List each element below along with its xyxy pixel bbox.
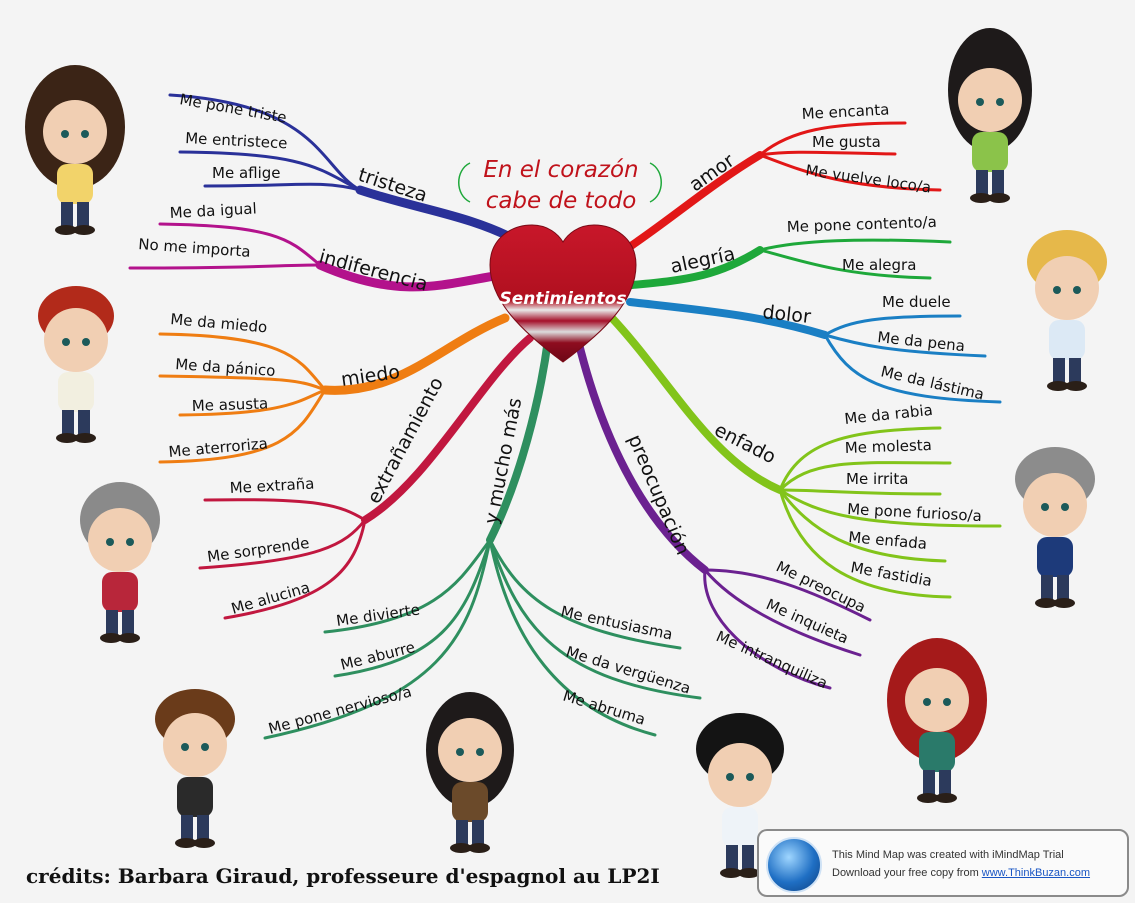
title-line-1: En el corazón [483,157,638,183]
title-line-2: cabe de todo [486,188,637,214]
branch-label-indiferencia: indiferencia [317,246,430,296]
avatar-woman-brown-hair [25,65,125,235]
download-prefix: Download your free copy from [832,867,982,879]
avatar-woman-black-hair [948,28,1032,203]
download-notice: Download your free copy from www.ThinkBu… [832,867,1090,879]
leaf-label: Me pone triste [178,90,288,127]
leaf-label: Me da vergüenza [564,643,693,698]
leaf-label: Me abruma [561,687,648,729]
branch-lines [128,93,1002,740]
branch-label-preocupacion: preocupación [623,431,693,558]
central-topic: Sentimientos [500,289,627,309]
leaf-label: Me alucina [229,578,312,618]
leaf-label: Me gusta [812,133,881,151]
branch-label-miedo: miedo [340,361,402,391]
leaf-label: Me irrita [846,470,908,488]
avatar-grandmother [80,482,160,643]
leaf-label: Me extraña [229,475,315,497]
leaf-label: Me da igual [169,199,257,222]
leaf-label: Me pone contento/a [787,213,938,236]
central-heart: Sentimientos [489,224,637,363]
avatar-man-curly-hair [696,713,784,878]
trial-notice: This Mind Map was created with iMindMap … [832,849,1064,861]
trial-banner: This Mind Map was created with iMindMap … [757,829,1129,897]
avatar-man-blond-hair [1027,230,1107,391]
leaf-label: Me fastidia [849,558,933,590]
leaf-label: Me da miedo [170,310,268,336]
thinkbuzan-link[interactable]: www.ThinkBuzan.com [981,867,1091,879]
leaf-label: No me importa [138,235,251,261]
map-title: En el corazón cabe de todo [458,157,662,214]
avatar-man-red-hair [38,286,114,443]
credits-text: crédits: Barbara Giraud, professeure d'e… [26,864,660,888]
leaf-label: Me divierte [335,600,421,630]
avatar-woman-red-hair [887,638,987,803]
avatar-girl-black-hair [426,692,514,853]
leaf-label: Me entristece [185,129,288,152]
leaf-label: Me molesta [845,436,933,457]
leaf-label: Me entusiasma [559,602,674,643]
leaf-label: Me pone nervioso/a [266,682,413,738]
leaf-label: Me alegra [842,256,916,274]
leaf-label: Me aflige [212,164,281,182]
leaf-label: Me duele [882,293,951,311]
leaf-label: Me asusta [192,394,269,415]
leaf-label: Me pone furioso/a [847,500,982,525]
branch-label-enfado: enfado [711,419,780,468]
leaf-label: Me encanta [801,100,890,123]
leaf-label: Me vuelve loco/a [804,161,932,196]
avatar-man-glasses [155,689,235,848]
branch-label-dolor: dolor [761,301,812,328]
leaf-label: Me aburre [339,638,417,674]
leaf-label: Me da rabia [844,401,934,428]
avatar-grandfather [1015,447,1095,608]
imindmap-logo-icon [766,837,822,893]
